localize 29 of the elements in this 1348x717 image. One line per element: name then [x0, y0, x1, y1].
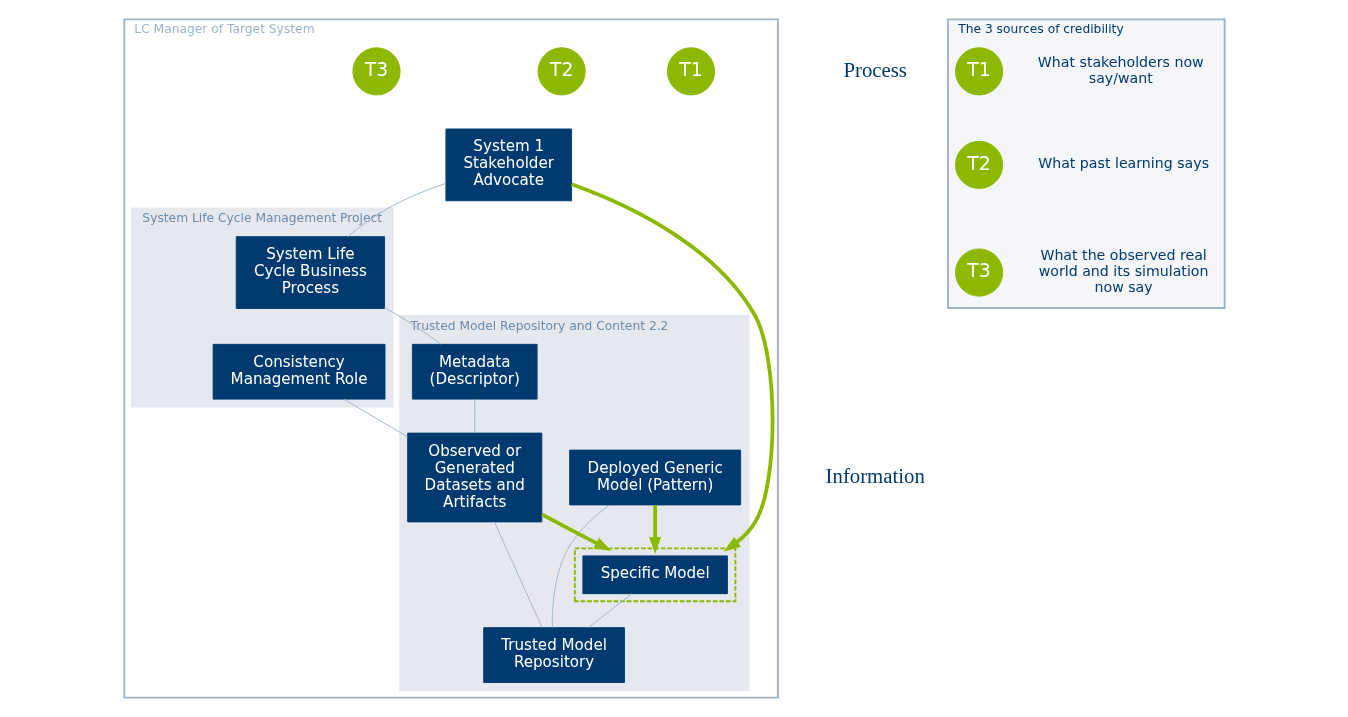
node-box: Consistency Management Role	[212, 343, 385, 400]
node-label: What stakeholders now say/want	[1037, 53, 1204, 86]
node-circle: T3	[351, 47, 401, 96]
node-box: Trusted Model Repository	[482, 627, 625, 683]
node-box: System Life Cycle Business Process	[235, 236, 385, 309]
connector	[383, 307, 441, 345]
node-circle: T1	[666, 47, 715, 96]
label: Process	[842, 57, 907, 81]
node-circle: T1	[954, 47, 1003, 96]
arrow	[648, 505, 661, 555]
connector	[342, 398, 408, 438]
connector	[346, 182, 446, 238]
node-box: Deployed Generic Model (Pattern)	[568, 449, 741, 506]
cluster	[573, 547, 736, 603]
connector	[493, 521, 542, 628]
node-circle: T3	[954, 248, 1003, 297]
arrow	[540, 512, 611, 551]
node-label: What the observed real world and its simulation now say	[1038, 246, 1208, 295]
node-label: What past learning says	[1037, 155, 1209, 172]
node-circle: T2	[954, 140, 1003, 189]
label: Information	[825, 463, 925, 487]
node-box: Observed or Generated Datasets and Artifacts	[406, 432, 542, 523]
node-box: Specific Model	[581, 555, 728, 595]
connector	[587, 593, 632, 629]
connector	[551, 504, 610, 629]
connector	[473, 398, 475, 434]
node-circle: T2	[537, 47, 586, 96]
node-box: Metadata (Descriptor)	[411, 343, 538, 400]
node-box: System 1 Stakeholder Advocate	[444, 128, 572, 202]
